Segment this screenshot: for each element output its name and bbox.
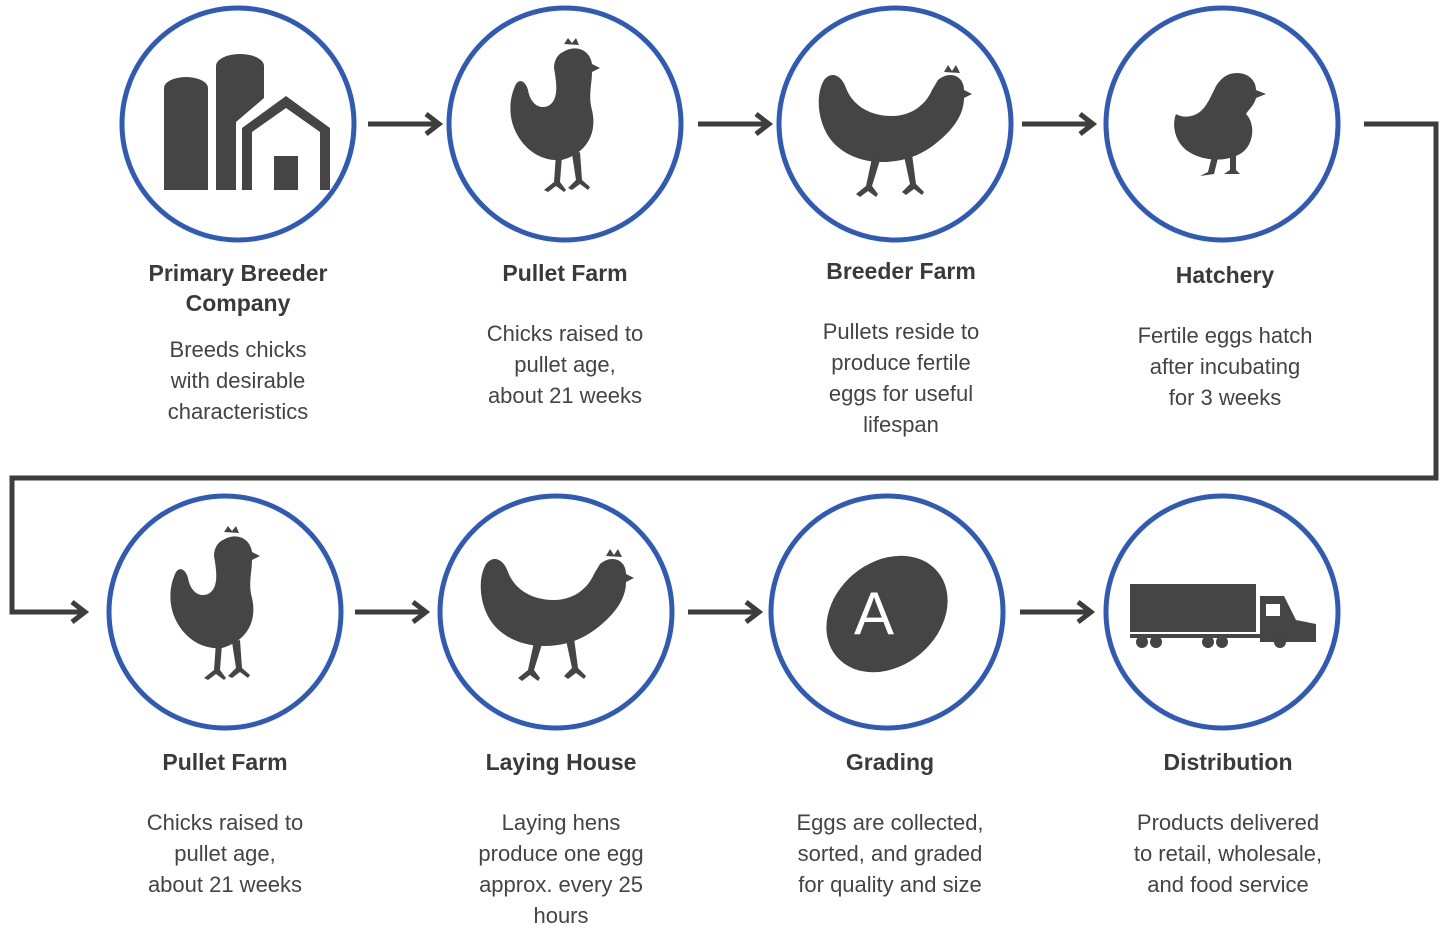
stage-laying-house: Laying House Laying hens produce one egg… <box>411 747 711 931</box>
stage-title: Distribution <box>1163 749 1293 775</box>
stage-3-circle <box>776 5 1014 243</box>
stage-title: Pullet Farm <box>162 749 288 775</box>
hen-icon <box>818 65 972 197</box>
stage-pullet-farm-2: Pullet Farm Chicks raised to pullet age,… <box>75 747 375 900</box>
stage-description: Laying hens produce one egg approx. ever… <box>478 810 644 928</box>
stage-description: Chicks raised to pullet age, about 21 we… <box>486 321 644 408</box>
stage-icons: A <box>164 38 1316 681</box>
stage-8-circle <box>1103 493 1341 731</box>
stage-title: Hatchery <box>1175 262 1275 288</box>
farm-barn-silo-icon <box>164 54 330 190</box>
arrow-6-to-7 <box>688 600 764 624</box>
stage-1-circle <box>119 5 357 243</box>
stage-title: Laying House <box>485 749 637 775</box>
stage-pullet-farm-1: Pullet Farm Chicks raised to pullet age,… <box>415 258 715 411</box>
stage-4-circle <box>1103 5 1341 243</box>
stage-title: Breeder Farm <box>826 258 976 284</box>
laying-hen-icon <box>480 549 634 681</box>
egg-grade-letter: A <box>854 580 894 647</box>
stage-description: Fertile eggs hatch after incubating for … <box>1137 323 1313 410</box>
stage-grading: Grading Eggs are collected, sorted, and … <box>740 747 1040 900</box>
truck-icon <box>1130 584 1316 648</box>
arrow-3-to-4 <box>1022 112 1098 136</box>
stage-description: Pullets reside to produce fertile eggs f… <box>822 319 980 437</box>
pullet-icon <box>510 38 600 192</box>
stage-circles <box>106 5 1341 731</box>
stage-5-circle <box>106 493 344 731</box>
stage-7-circle <box>768 493 1006 731</box>
pullet-icon <box>170 526 260 680</box>
stage-title: Pullet Farm <box>502 260 628 286</box>
stage-title: Grading <box>845 749 935 775</box>
arrow-1-to-2 <box>368 112 444 136</box>
return-line-to-row-2 <box>9 121 1439 624</box>
stage-title: Primary Breeder Company <box>148 260 328 316</box>
stage-hatchery: Hatchery Fertile eggs hatch after incuba… <box>1075 260 1375 413</box>
stage-distribution: Distribution Products delivered to retai… <box>1078 747 1378 900</box>
stage-description: Products delivered to retail, wholesale,… <box>1133 810 1323 897</box>
stage-6-circle <box>437 493 675 731</box>
arrow-7-to-8 <box>1020 600 1096 624</box>
stage-breeder-farm: Breeder Farm Pullets reside to produce f… <box>751 256 1051 440</box>
connectors <box>9 112 1439 624</box>
chick-icon <box>1174 72 1266 176</box>
grade-a-egg-icon: A <box>826 555 948 673</box>
stage-description: Eggs are collected, sorted, and graded f… <box>796 810 984 897</box>
arrow-5-to-6 <box>355 600 431 624</box>
stage-primary-breeder: Primary Breeder Company Breeds chicks wi… <box>88 258 388 427</box>
stage-description: Breeds chicks with desirable characteris… <box>167 337 309 424</box>
stage-description: Chicks raised to pullet age, about 21 we… <box>146 810 304 897</box>
arrow-2-to-3 <box>698 112 774 136</box>
stage-2-circle <box>446 5 684 243</box>
